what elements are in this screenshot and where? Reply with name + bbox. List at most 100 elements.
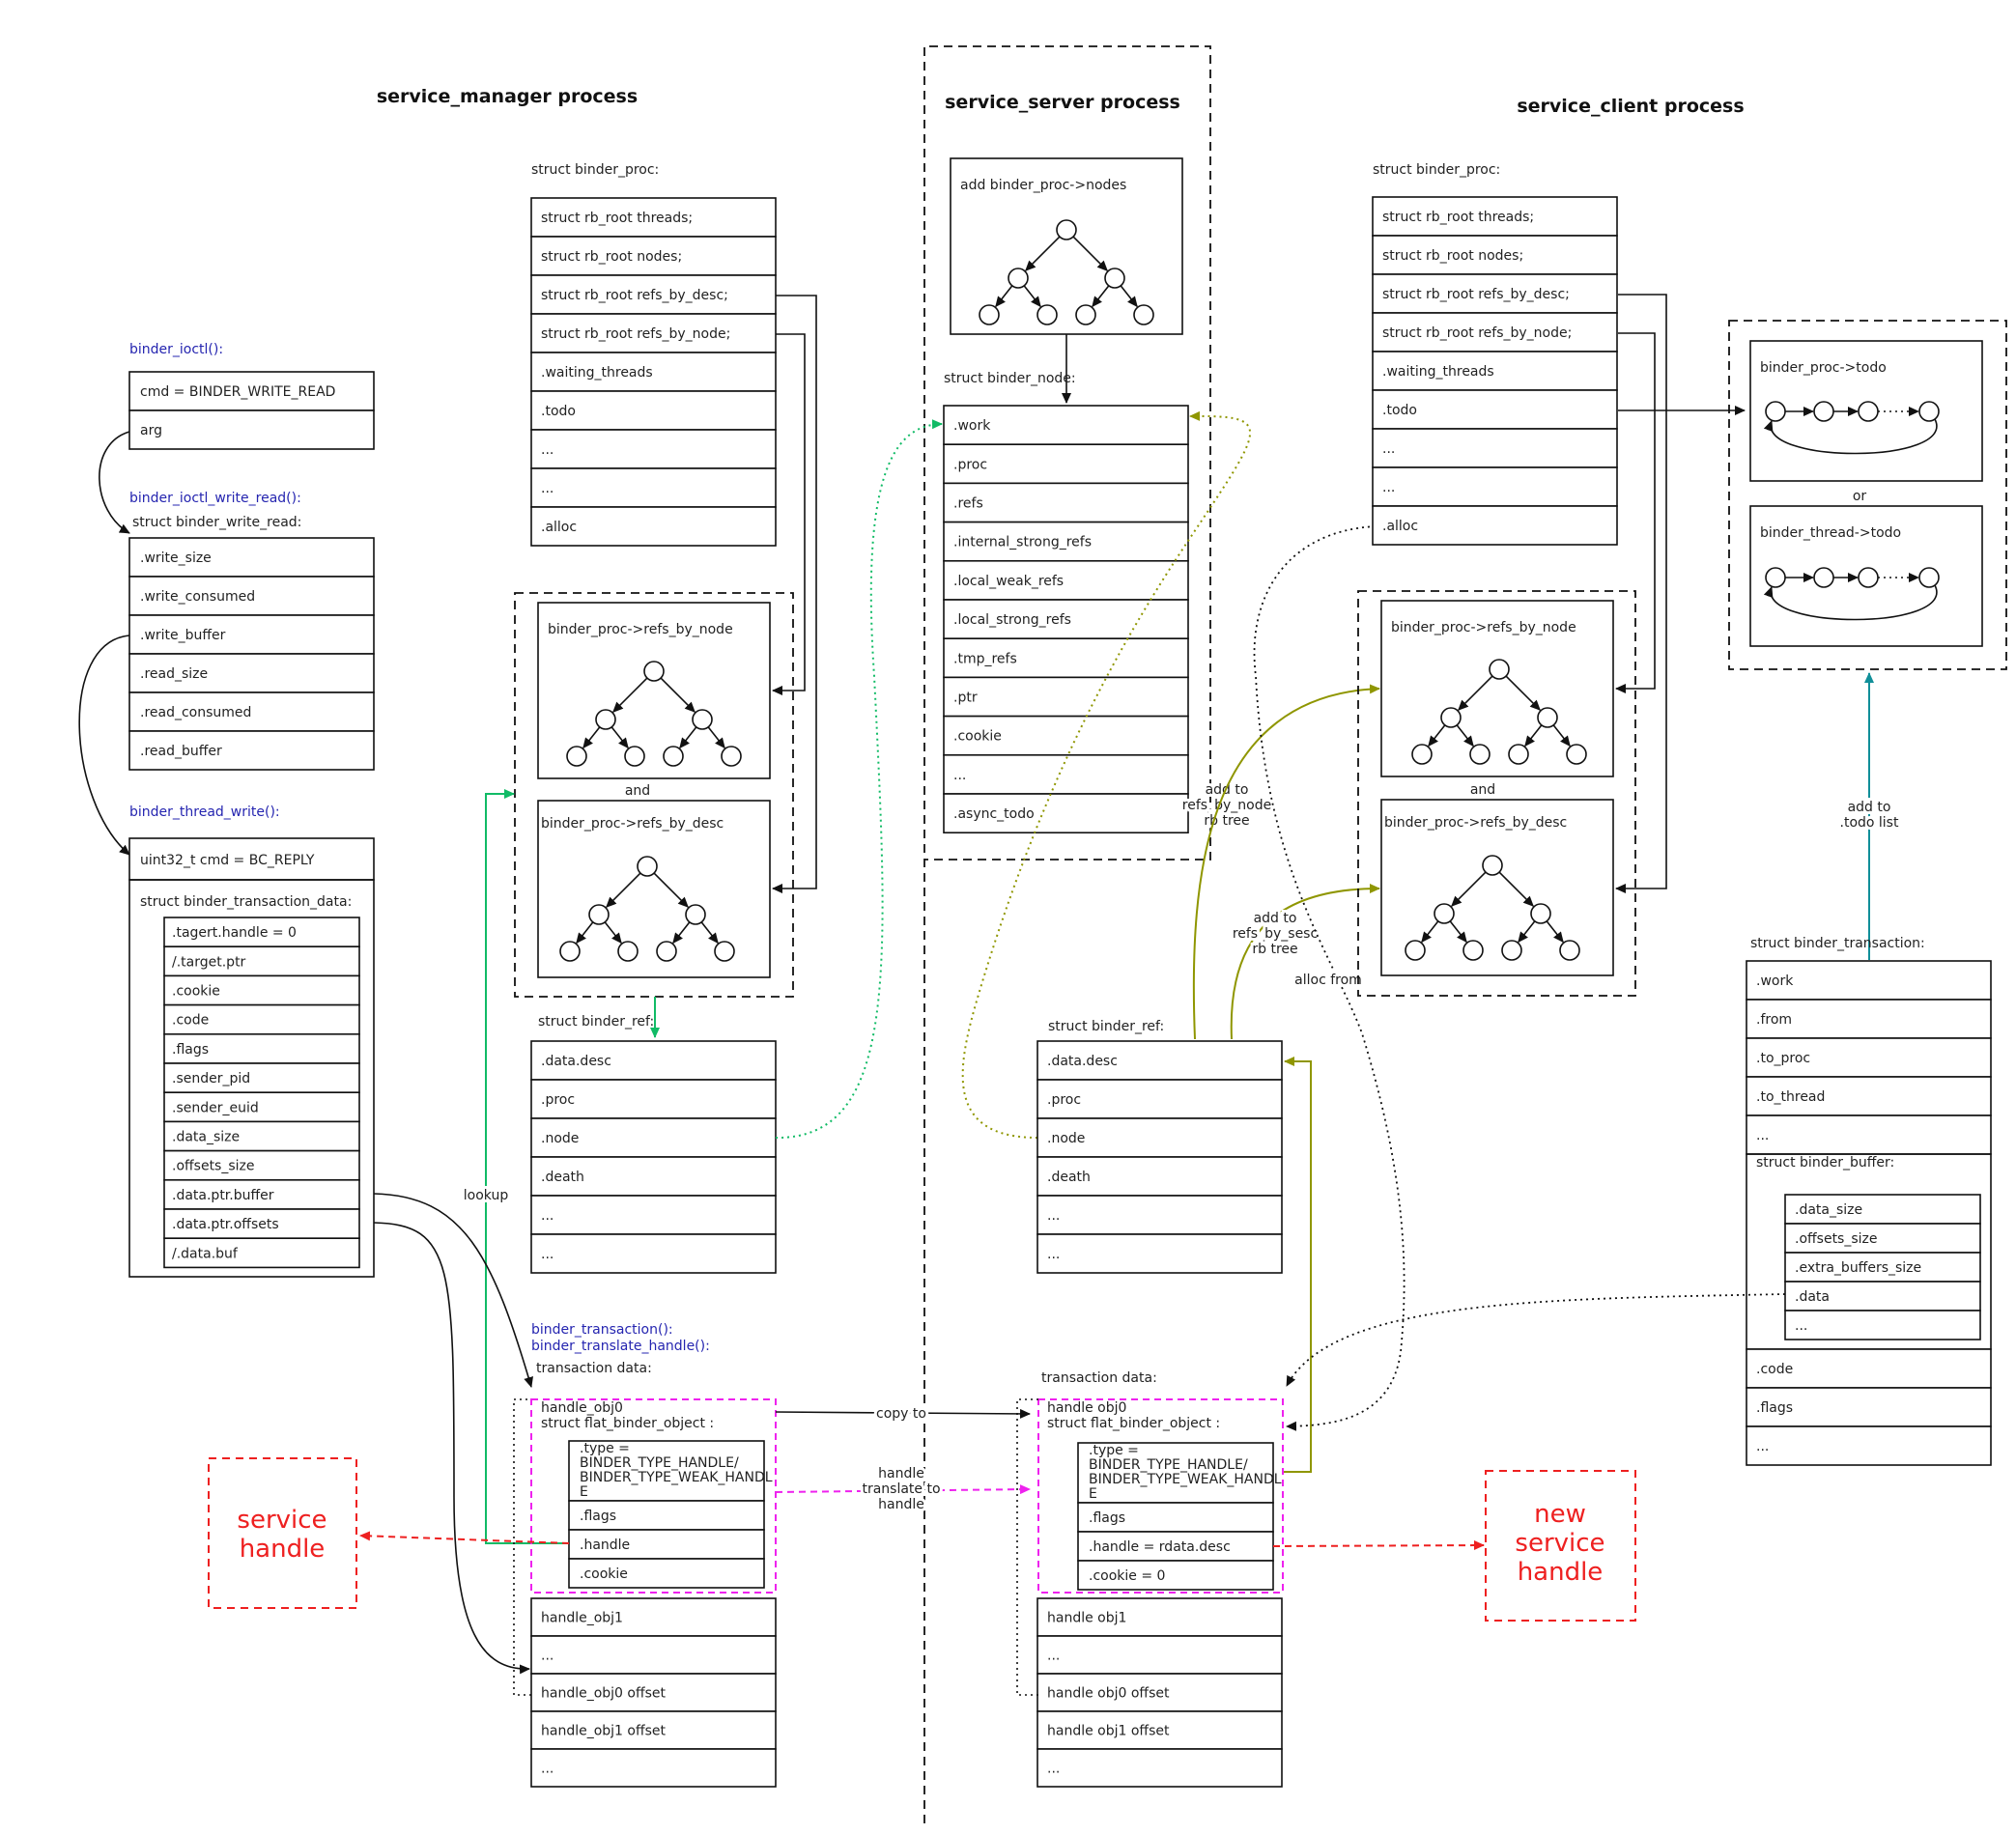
- handle-to-data-desc-arrow: [1283, 1057, 1312, 1473]
- add-refs-by-node-arrow: [1192, 684, 1380, 1040]
- table-cell-text: .waiting_threads: [541, 365, 653, 381]
- ss-type-line: E: [1089, 1486, 1097, 1502]
- ioctl-cmd: cmd = BINDER_WRITE_READ: [140, 384, 335, 400]
- table-row: [530, 1597, 777, 1637]
- tree-node: [566, 746, 587, 767]
- table-row: [1036, 1635, 1283, 1675]
- tree-edge: [1451, 871, 1487, 907]
- service-handle-label: handle: [240, 1535, 326, 1564]
- sc-refs-by-desc-label: binder_proc->refs_by_desc: [1384, 815, 1567, 831]
- func-thread-write: binder_thread_write():: [129, 804, 280, 820]
- proc-todo-list: [1763, 401, 1940, 455]
- lookup-arrow: [485, 789, 568, 1544]
- lookup-label: lookup: [464, 1188, 509, 1203]
- table-row: [1746, 1348, 1992, 1389]
- add-refs-by-desc-label: add to refs_by_sesc rb tree: [1230, 908, 1320, 960]
- table-row: [163, 917, 360, 948]
- tree-edge: [707, 726, 725, 749]
- table-cell-text: struct rb_root refs_by_desc;: [541, 288, 728, 303]
- tree-edge: [606, 872, 641, 908]
- write-buffer-to-thread-write-arrow: [78, 635, 130, 856]
- tree-node: [1559, 940, 1580, 961]
- table-row: [1036, 1040, 1283, 1081]
- sm-refs-by-node-arrow: [772, 333, 806, 695]
- table-cell-text: .data.desc: [1047, 1054, 1118, 1069]
- sm-txn-title: transaction data:: [536, 1361, 652, 1376]
- sm-flat-object-fields: .type = BINDER_TYPE_HANDLE/ BINDER_TYPE_…: [568, 1440, 773, 1589]
- func-binder-ioctl: binder_ioctl():: [129, 342, 223, 357]
- table-row: [1784, 1194, 1981, 1225]
- sm-type-line: BINDER_TYPE_WEAK_HANDL: [580, 1470, 773, 1485]
- table-row: [943, 793, 1189, 834]
- thread-todo-label: binder_thread->todo: [1760, 525, 1901, 541]
- list-node: [1765, 567, 1786, 588]
- sm-refs-by-desc-arrow: [772, 295, 817, 893]
- sm-ref-title: struct binder_ref:: [538, 1014, 654, 1030]
- table-cell-text: handle obj0 offset: [1047, 1686, 1170, 1702]
- table-cell-text: .death: [541, 1170, 584, 1185]
- add-refs-by-desc-line: rb tree: [1252, 942, 1297, 957]
- table-row: [1746, 1076, 1992, 1116]
- tree-node: [617, 941, 639, 962]
- tree-node: [1566, 744, 1587, 765]
- copy-to-arrow: [775, 1408, 1031, 1419]
- table-row: [530, 1117, 777, 1158]
- tree-edge: [1546, 920, 1564, 944]
- table-row: [163, 1237, 360, 1269]
- write-read-row: .read_buffer: [140, 744, 222, 759]
- tree-node: [1501, 940, 1522, 961]
- tree-edge: [610, 726, 629, 749]
- table-cell-text: ...: [541, 1208, 554, 1224]
- table-row: [943, 521, 1189, 562]
- ss-process-title: service_server process: [945, 92, 1180, 113]
- tree-edge: [1456, 724, 1474, 748]
- ioctl-arg: arg: [140, 423, 162, 438]
- sm-process-title: service_manager process: [377, 86, 638, 107]
- translate-line: translate to: [862, 1481, 940, 1497]
- list-node: [1858, 401, 1879, 422]
- sm-refs-by-node-box: [537, 602, 771, 779]
- ss-type-line: BINDER_TYPE_WEAK_HANDL: [1089, 1472, 1282, 1487]
- write-read-row: .write_buffer: [140, 628, 226, 643]
- table-cell-text: .sender_euid: [172, 1100, 259, 1115]
- ss-flat-object-frame: [1037, 1398, 1284, 1594]
- tree-edge: [1025, 236, 1061, 271]
- table-row: [1036, 1233, 1283, 1274]
- ss-process-frame: [923, 45, 1211, 1823]
- table-cell-text: ...: [1047, 1247, 1060, 1262]
- tree-edge: [1449, 920, 1467, 944]
- table-row: [1036, 1597, 1283, 1637]
- table-cell-text: .work: [953, 418, 991, 434]
- tree-node: [637, 856, 658, 877]
- table-cell-text: .data.ptr.offsets: [172, 1217, 279, 1232]
- table-row: [943, 676, 1189, 718]
- table-cell-text: ...: [1047, 1649, 1060, 1664]
- table-cell-text: ...: [541, 1649, 554, 1664]
- sc-refs-by-desc-tree: [1405, 855, 1580, 961]
- table-cell-text: ...: [1047, 1208, 1060, 1224]
- table-row: [530, 429, 777, 469]
- tree-edge: [1092, 285, 1110, 308]
- new-service-handle-label: service: [1515, 1529, 1604, 1558]
- add-to-todo-line: .todo list: [1840, 815, 1899, 831]
- ss-flat-object-title: struct flat_binder_object :: [1047, 1416, 1220, 1431]
- tree-node: [1133, 304, 1154, 325]
- table-cell-text: .sender_pid: [172, 1071, 250, 1086]
- table-row: [943, 599, 1189, 640]
- sm-ref-node-to-binder-node-arrow: [775, 419, 943, 1140]
- add-refs-by-desc-arrow: [1230, 884, 1380, 1040]
- list-node: [1858, 567, 1879, 588]
- table-cell-text: .proc: [953, 457, 987, 472]
- tree-node: [1508, 744, 1529, 765]
- tree-edge: [995, 285, 1013, 308]
- sc-refs-by-node-label: binder_proc->refs_by_node: [1391, 620, 1576, 635]
- table-cell-text: struct rb_root nodes;: [541, 249, 682, 265]
- table-row: [1036, 1117, 1283, 1158]
- table-cell-text: ...: [541, 1247, 554, 1262]
- service-handle-box: [208, 1457, 357, 1609]
- sc-refs-by-node-arrow: [1615, 332, 1656, 693]
- table-cell-text: .tagert.handle = 0: [172, 925, 297, 941]
- sm-proc-table: struct rb_root threads;struct rb_root no…: [530, 197, 777, 547]
- table-cell-text: struct rb_root refs_by_node;: [541, 326, 730, 342]
- table-row: [1372, 273, 1618, 314]
